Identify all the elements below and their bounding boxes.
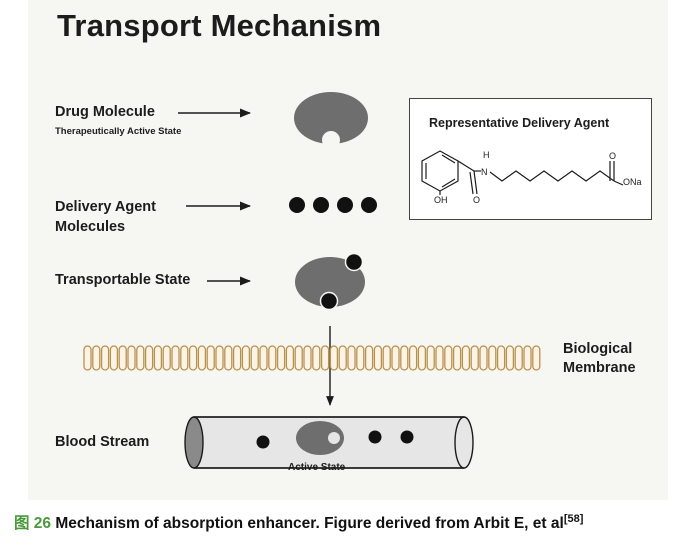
agent-dot (368, 430, 382, 444)
transportable-state-label: Transportable State (55, 272, 191, 288)
membrane-icon (83, 345, 541, 371)
membrane-segment (505, 345, 515, 371)
membrane-segment (136, 345, 145, 371)
membrane-segment (215, 345, 224, 371)
membrane-segment (276, 345, 286, 371)
membrane-segment (479, 345, 488, 371)
atom-h: H (483, 150, 490, 160)
figure-number: 图 26 (14, 515, 52, 532)
membrane-segment (320, 345, 330, 371)
membrane-segment (470, 345, 479, 371)
membrane-segment (400, 345, 409, 371)
atom-ona: ONa (623, 177, 642, 187)
membrane-segment (92, 345, 101, 371)
membrane-segment (232, 345, 242, 371)
membrane-segment (83, 345, 92, 371)
membrane-segment (391, 345, 400, 371)
agent-box-title: Representative Delivery Agent (429, 116, 610, 130)
membrane-segment (338, 345, 347, 371)
membrane-segment (514, 345, 523, 371)
membrane-segment (153, 345, 163, 371)
delivery-agent-box: Representative Delivery Agent OH O H N O… (409, 98, 652, 220)
drug-molecule-icon (294, 92, 368, 149)
membrane-segment (180, 345, 189, 371)
membrane-segment (206, 345, 215, 371)
membrane-segment (268, 345, 277, 371)
membrane-segment (523, 345, 532, 371)
blood-vessel-icon (184, 416, 474, 469)
delivery-agent-label: Delivery Agent Molecules (55, 197, 156, 237)
membrane-segment (224, 345, 233, 371)
atom-n: N (481, 167, 488, 177)
membrane-segment (496, 345, 506, 371)
membrane-segment (382, 345, 391, 371)
active-state-label: Active State (288, 462, 346, 473)
figure-caption: 图 26 Mechanism of absorption enhancer. F… (14, 511, 583, 533)
membrane-segment (408, 345, 418, 371)
membrane-segment (109, 345, 119, 371)
membrane-line1: Biological (563, 341, 633, 357)
delivery-agent-line1: Delivery Agent (55, 199, 156, 215)
delivery-agent-dots (289, 197, 377, 213)
agent-dot (256, 435, 270, 449)
membrane-segment (356, 345, 365, 371)
blood-stream-label: Blood Stream (55, 434, 150, 450)
active-drug-icon (296, 421, 344, 455)
atom-oh: OH (434, 195, 448, 205)
membrane-segment (285, 345, 295, 371)
atom-o-carbonyl: O (473, 195, 481, 205)
membrane-segment (144, 345, 154, 371)
drug-molecule-label: Drug Molecule (55, 104, 155, 120)
membrane-segment (171, 345, 180, 371)
membrane-segment (250, 345, 259, 371)
membrane-segment (312, 345, 321, 371)
membrane-label: Biological Membrane (563, 340, 636, 378)
membrane-segment (426, 345, 435, 371)
transportable-state-icon (295, 252, 365, 311)
diagram-graphics (83, 92, 541, 469)
membrane-segment (452, 345, 462, 371)
atom-o-acid: O (609, 151, 617, 161)
membrane-segment (197, 345, 207, 371)
membrane-segment (444, 345, 453, 371)
figure-title: Transport Mechanism (57, 8, 382, 43)
caption-reference: [58] (563, 513, 584, 525)
membrane-segment (100, 345, 110, 371)
membrane-segment (417, 345, 427, 371)
caption-text: Mechanism of absorption enhancer. Figure… (51, 515, 564, 532)
chemical-structure (421, 150, 624, 195)
membrane-line2: Membrane (563, 360, 636, 376)
membrane-segment (188, 345, 198, 371)
membrane-segment (118, 345, 127, 371)
membrane-segment (488, 345, 497, 371)
membrane-segment (435, 345, 444, 371)
membrane-segment (532, 345, 541, 371)
membrane-segment (373, 345, 383, 371)
membrane-segment (162, 345, 171, 371)
membrane-segment (461, 345, 471, 371)
membrane-segment (127, 345, 136, 371)
delivery-agent-line2: Molecules (55, 219, 126, 235)
membrane-segment (294, 345, 303, 371)
agent-dot (400, 430, 414, 444)
membrane-segment (259, 345, 268, 371)
transport-mechanism-figure: Transport Mechanism Drug Molecule Therap… (28, 0, 668, 500)
membrane-segment (364, 345, 374, 371)
membrane-segment (347, 345, 356, 371)
membrane-segment (303, 345, 312, 371)
membrane-segment (329, 345, 339, 371)
drug-molecule-sublabel: Therapeutically Active State (55, 126, 182, 137)
membrane-segment (241, 345, 251, 371)
